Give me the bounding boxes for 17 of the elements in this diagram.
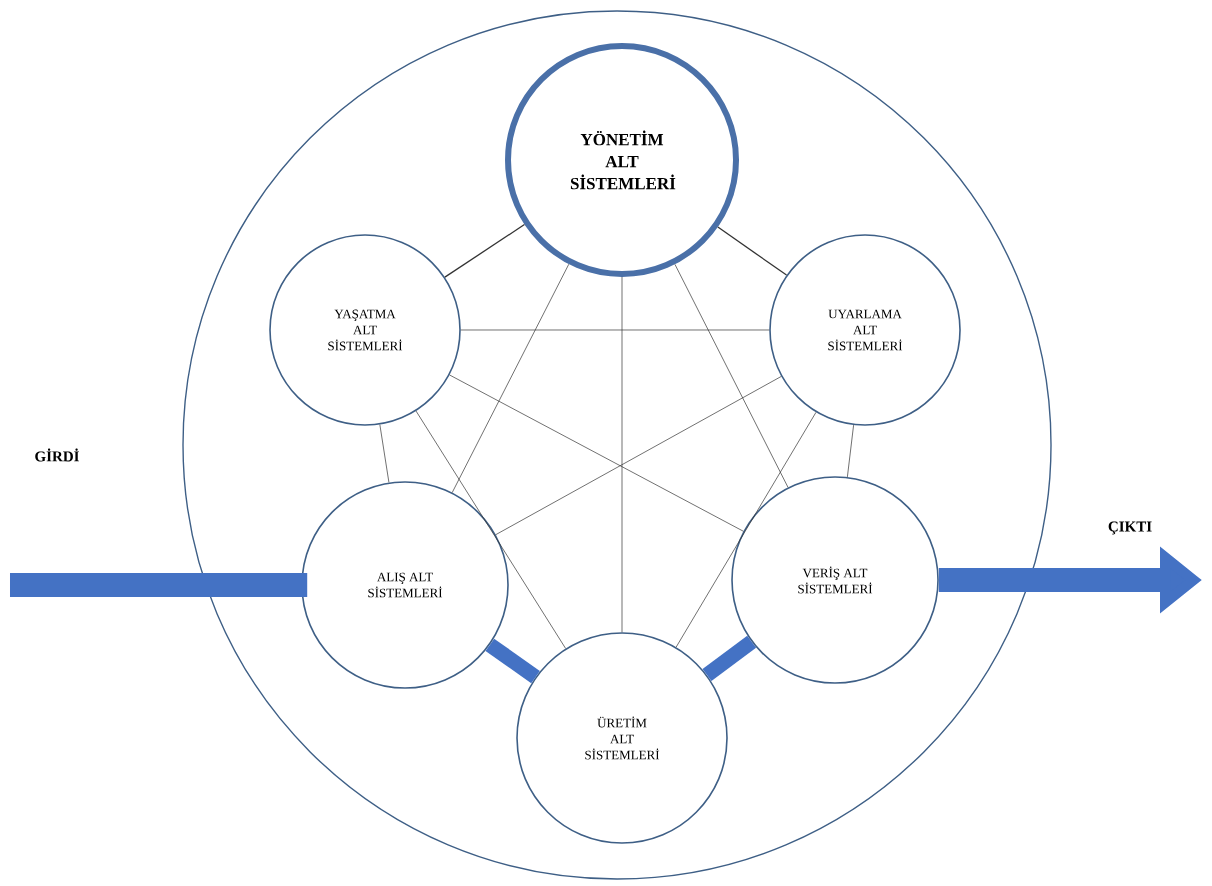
- connector-line: [415, 410, 566, 649]
- connector-line: [444, 223, 526, 278]
- flow-band: [10, 573, 308, 597]
- flow-label: ÇIKTI: [1108, 521, 1152, 535]
- connector-line: [847, 424, 854, 478]
- flow-band: [485, 638, 540, 684]
- connector-line: [495, 376, 782, 535]
- connector-line: [674, 264, 789, 488]
- connector-line: [717, 226, 788, 276]
- connector-line: [379, 424, 390, 483]
- flow-label: GİRDİ: [35, 448, 79, 462]
- connector-line: [449, 374, 744, 532]
- connector-line: [460, 329, 770, 331]
- connector-line: [621, 276, 623, 633]
- flow-band: [702, 635, 757, 681]
- connector-line: [451, 263, 570, 493]
- connector-line: [675, 411, 817, 648]
